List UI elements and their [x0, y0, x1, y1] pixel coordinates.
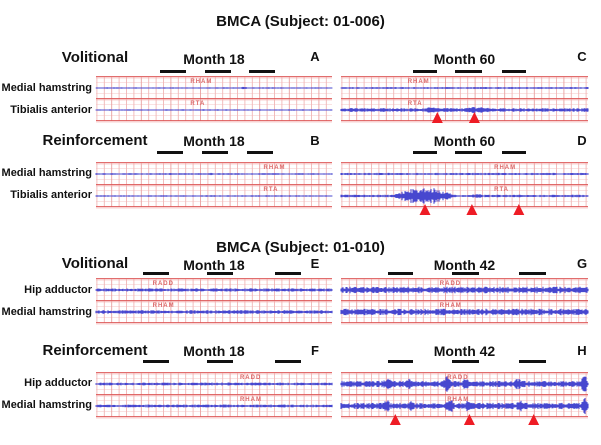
month-label: Month 42	[433, 343, 496, 359]
stimulus-bars	[96, 360, 332, 363]
stimulus-bar	[501, 151, 527, 154]
month-label: Month 18	[183, 343, 245, 359]
stimulus-bars	[341, 70, 588, 73]
stimulus-bar	[143, 272, 170, 275]
channel-label: Medial hamstring	[1, 306, 92, 318]
stimulus-bars	[341, 360, 588, 363]
stimulus-bar	[518, 272, 546, 275]
channel-label: Tibialis anterior	[10, 104, 92, 116]
trace-label: RHAM	[407, 79, 430, 85]
condition-label: Volitional	[61, 255, 129, 272]
month-label: Month 18	[183, 133, 245, 149]
stimulus-bar	[412, 151, 438, 154]
stimulus-bar	[143, 360, 170, 363]
stimulus-bars	[96, 70, 332, 73]
emg-panel-f: RADD RHAM	[95, 371, 333, 419]
panel-letter: D	[577, 133, 587, 148]
response-marker-triangle	[468, 112, 480, 123]
channel-label: Hip adductor	[24, 284, 92, 296]
stimulus-bar	[387, 360, 413, 363]
response-marker-triangle	[466, 204, 478, 215]
emg-panel-c: RHAM RTA	[340, 75, 589, 123]
stimulus-bar	[202, 151, 229, 154]
response-marker-triangle	[528, 414, 540, 425]
panel-letter: B	[310, 133, 320, 148]
stimulus-bar	[275, 272, 302, 275]
stimulus-bars	[341, 272, 588, 275]
stimulus-bar	[452, 272, 480, 275]
stimulus-bar	[387, 272, 413, 275]
trace-label: RADD	[439, 281, 462, 287]
condition-label: Volitional	[61, 49, 129, 66]
response-marker-triangle	[513, 204, 525, 215]
stimulus-bars	[96, 272, 332, 275]
response-marker-triangle	[389, 414, 401, 425]
trace-label: RADD	[447, 375, 469, 381]
trace-label: RADD	[152, 281, 174, 287]
stimulus-bar	[206, 272, 233, 275]
stimulus-bar	[518, 360, 546, 363]
emg-panel-e: RADD RHAM	[95, 277, 333, 325]
month-label: Month 60	[433, 133, 496, 149]
emg-panel-d: RHAM RTA	[340, 161, 589, 215]
condition-label: Reinforcement	[42, 342, 148, 359]
stimulus-bar	[454, 151, 482, 154]
trace-label: RTA	[263, 187, 279, 193]
stimulus-bar	[247, 151, 273, 154]
stimulus-bars	[341, 151, 588, 154]
stimulus-bar	[249, 70, 276, 73]
trace-label: RHAM	[239, 397, 262, 403]
response-marker-triangle	[419, 204, 431, 215]
trace-label: RHAM	[439, 303, 462, 309]
trace-label: RADD	[239, 375, 262, 381]
channel-label: Medial hamstring	[1, 82, 92, 94]
panel-letter: F	[311, 343, 319, 358]
channel-label: Hip adductor	[24, 377, 92, 389]
trace-label: RHAM	[494, 165, 517, 171]
panel-letter: A	[310, 49, 320, 64]
month-label: Month 18	[183, 257, 245, 273]
emg-panel-h: RADD RHAM	[340, 371, 589, 425]
panel-letter: G	[576, 256, 588, 271]
stimulus-bar	[275, 360, 302, 363]
stimulus-bar	[206, 360, 233, 363]
month-label: Month 18	[183, 51, 245, 67]
channel-label: Medial hamstring	[1, 167, 92, 179]
trace-label: RHAM	[263, 165, 286, 171]
trace-label: RTA	[407, 101, 423, 107]
response-marker-triangle	[463, 414, 475, 425]
stimulus-bar	[157, 151, 184, 154]
stimulus-bar	[204, 70, 231, 73]
trace-label: RTA	[494, 187, 510, 193]
condition-label: Reinforcement	[42, 132, 148, 149]
stimulus-bar	[452, 360, 480, 363]
stimulus-bar	[159, 70, 186, 73]
subject-title: BMCA (Subject: 01-010)	[216, 239, 385, 256]
stimulus-bar	[454, 70, 482, 73]
stimulus-bar	[501, 70, 527, 73]
emg-panel-a: RHAM RTA	[95, 75, 333, 123]
channel-label: Medial hamstring	[1, 399, 92, 411]
month-label: Month 42	[433, 257, 496, 273]
panel-letter: C	[577, 49, 587, 64]
trace-label: RHAM	[190, 79, 213, 85]
channel-label: Tibialis anterior	[10, 189, 92, 201]
response-marker-triangle	[431, 112, 443, 123]
panel-letter: H	[577, 343, 587, 358]
stimulus-bars	[96, 151, 332, 154]
trace-label: RHAM	[152, 303, 175, 309]
stimulus-bar	[412, 70, 438, 73]
emg-panel-g: RADD RHAM	[340, 277, 589, 325]
month-label: Month 60	[433, 51, 496, 67]
subject-title: BMCA (Subject: 01-006)	[216, 13, 385, 30]
trace-label: RTA	[190, 101, 206, 107]
emg-panel-b: RHAM RTA	[95, 161, 333, 209]
trace-label: RHAM	[447, 397, 470, 403]
panel-letter: E	[310, 256, 320, 271]
